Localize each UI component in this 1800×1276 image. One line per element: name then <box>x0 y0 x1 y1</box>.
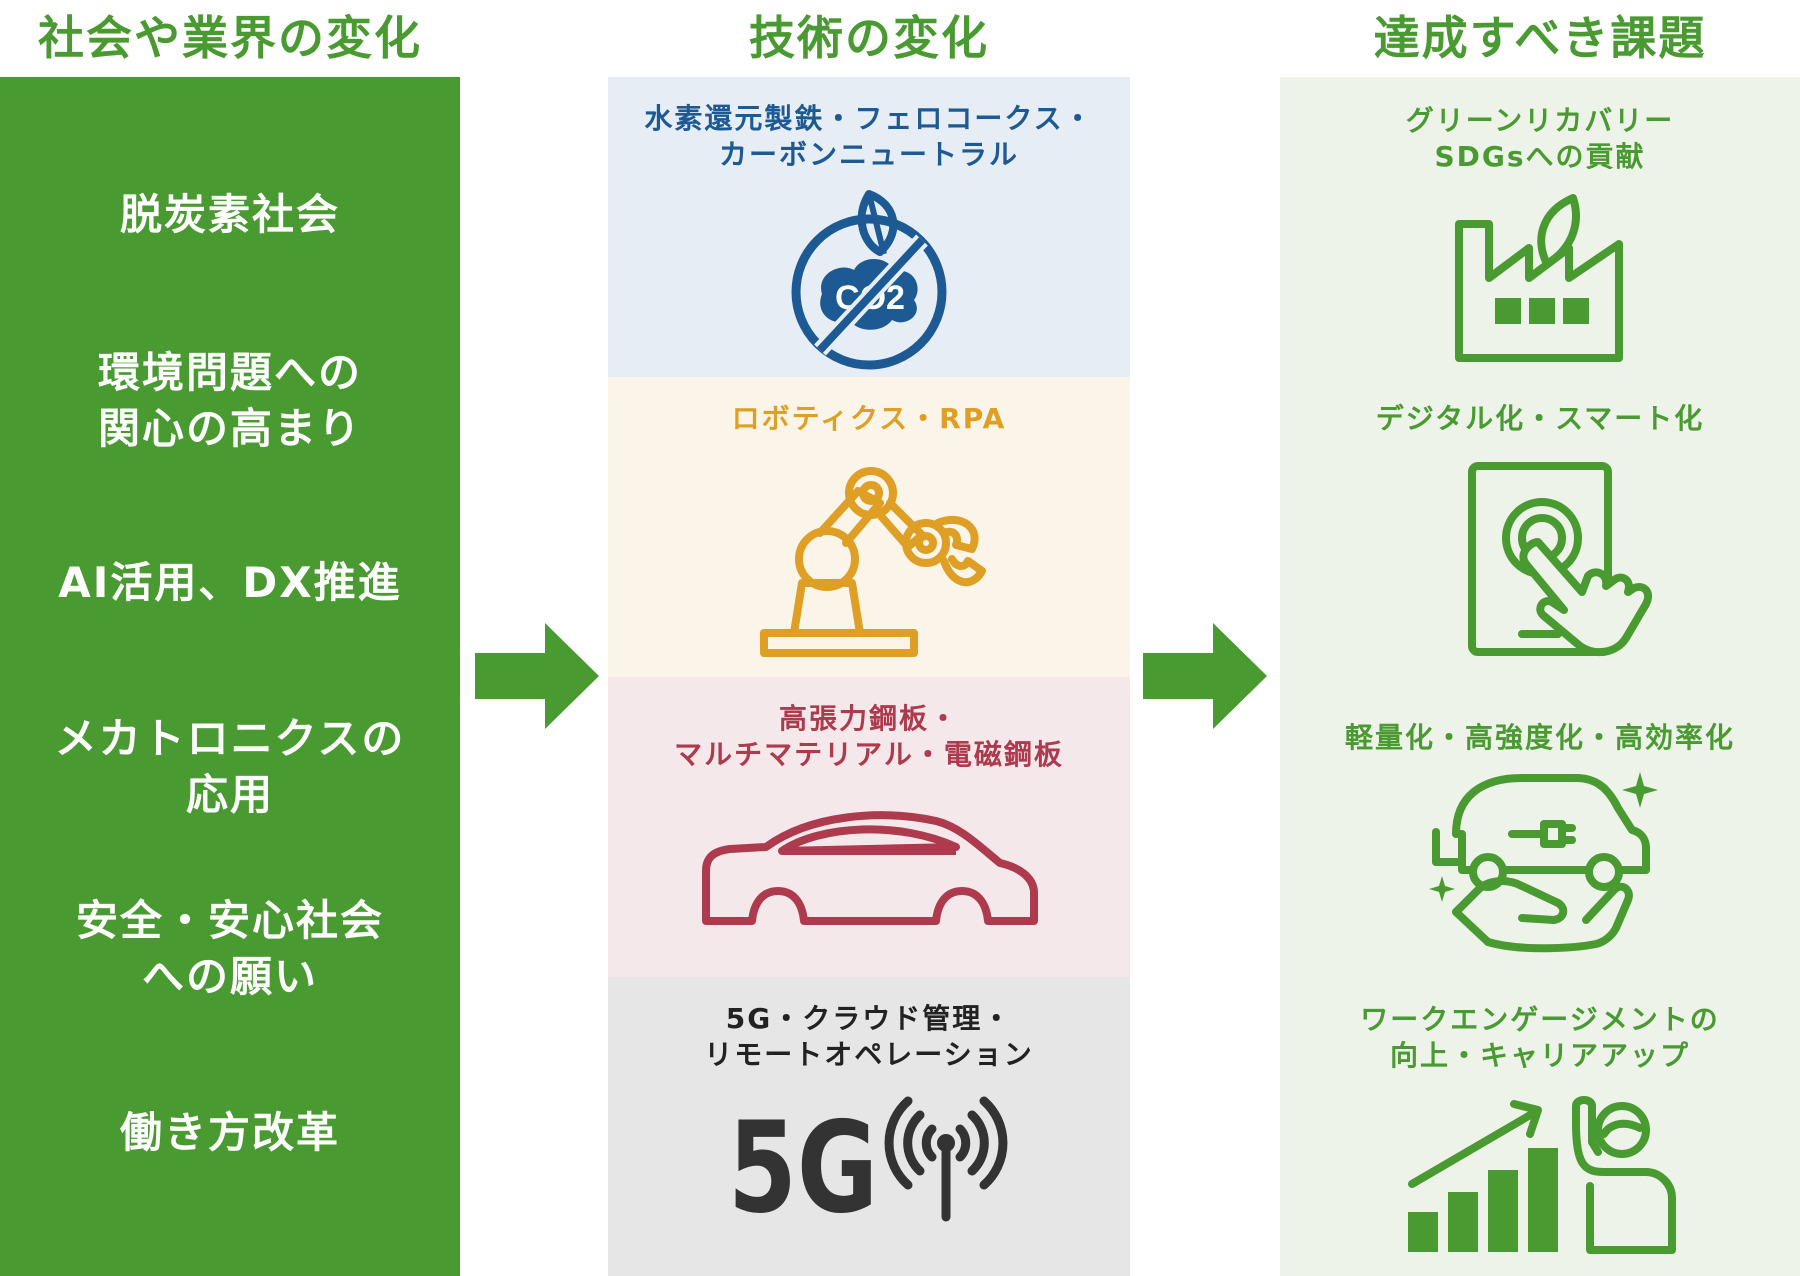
challenge-label-line: SDGsへの貢献 <box>1434 140 1646 173</box>
society-item-line: 脱炭素社会 <box>119 190 340 239</box>
5g-signal-icon: 5G <box>728 1094 1008 1227</box>
tech-label-line: 水素還元製鉄・フェロコークス・ <box>644 102 1094 135</box>
society-item-line: への願い <box>141 952 318 1001</box>
society-item-line: 関心の高まり <box>97 404 362 453</box>
5g-text: 5G <box>728 1094 878 1227</box>
society-item: 環境問題への 関心の高まり <box>0 345 460 457</box>
tech-label: ロボティクス・RPA <box>608 401 1130 437</box>
society-item-line: メカトロニクスの <box>54 714 406 763</box>
society-item: 安全・安心社会 への願い <box>0 893 460 1005</box>
challenge-label-line: 軽量化・高強度化・高効率化 <box>1344 721 1735 754</box>
tech-panel-5g: 5G・クラウド管理・ リモートオペレーション 5G <box>608 977 1130 1276</box>
tech-panel-robotics: ロボティクス・RPA <box>608 377 1130 677</box>
challenge-label: デジタル化・スマート化 <box>1280 401 1800 437</box>
arrow-right-icon <box>475 623 599 729</box>
society-item-line: 環境問題への <box>97 348 362 397</box>
challenge-label: グリーンリカバリー SDGsへの貢献 <box>1280 103 1800 175</box>
arrow-right-icon <box>1143 623 1267 729</box>
tech-label: 5G・クラウド管理・ リモートオペレーション <box>608 1001 1130 1073</box>
tech-panel-materials: 高張力鋼板・ マルチマテリアル・電磁鋼板 <box>608 677 1130 977</box>
tech-label-line: ロボティクス・RPA <box>731 402 1007 435</box>
society-item: 脱炭素社会 <box>0 187 460 243</box>
tech-label: 水素還元製鉄・フェロコークス・ カーボンニュートラル <box>608 101 1130 173</box>
growth-chart-person-icon <box>1408 1096 1676 1254</box>
car-icon <box>702 811 1038 925</box>
tech-label-line: 5G・クラウド管理・ <box>725 1002 1013 1035</box>
challenge-label: ワークエンゲージメントの 向上・キャリアアップ <box>1280 1002 1800 1074</box>
tech-panel-carbon: 水素還元製鉄・フェロコークス・ カーボンニュートラル CO2 <box>608 77 1130 377</box>
society-item: メカトロニクスの 応用 <box>0 711 460 823</box>
tech-label: 高張力鋼板・ マルチマテリアル・電磁鋼板 <box>608 701 1130 773</box>
society-item-line: 応用 <box>185 770 274 819</box>
challenge-label-line: デジタル化・スマート化 <box>1375 402 1705 435</box>
co2-leaf-icon: CO2 <box>791 190 947 370</box>
society-header: 社会や業界の変化 <box>38 11 422 65</box>
challenge-label-line: ワークエンゲージメントの <box>1360 1003 1720 1036</box>
tech-label-line: リモートオペレーション <box>704 1038 1034 1071</box>
challenges-header: 達成すべき課題 <box>1373 11 1707 65</box>
society-item-line: 安全・安心社会 <box>75 896 384 945</box>
challenges-column <box>1280 77 1800 1276</box>
challenge-label: 軽量化・高強度化・高効率化 <box>1280 720 1800 756</box>
society-item-line: 働き方改革 <box>119 1108 340 1157</box>
ev-hand-icon <box>1429 772 1658 953</box>
society-item: 働き方改革 <box>0 1105 460 1161</box>
society-item-line: AI活用、DX推進 <box>58 558 402 607</box>
challenge-label-line: グリーンリカバリー <box>1405 104 1675 137</box>
tech-label-line: カーボンニュートラル <box>718 138 1019 171</box>
green-factory-icon <box>1455 194 1623 362</box>
society-item: AI活用、DX推進 <box>0 555 460 611</box>
society-column <box>0 77 460 1276</box>
tech-label-line: 高張力鋼板・ <box>778 702 959 735</box>
robot-arm-icon <box>760 467 986 657</box>
tech-label-line: マルチマテリアル・電磁鋼板 <box>674 738 1064 771</box>
challenge-label-line: 向上・キャリアアップ <box>1389 1039 1690 1072</box>
technology-header: 技術の変化 <box>749 11 989 65</box>
tablet-touch-icon <box>1468 462 1653 657</box>
